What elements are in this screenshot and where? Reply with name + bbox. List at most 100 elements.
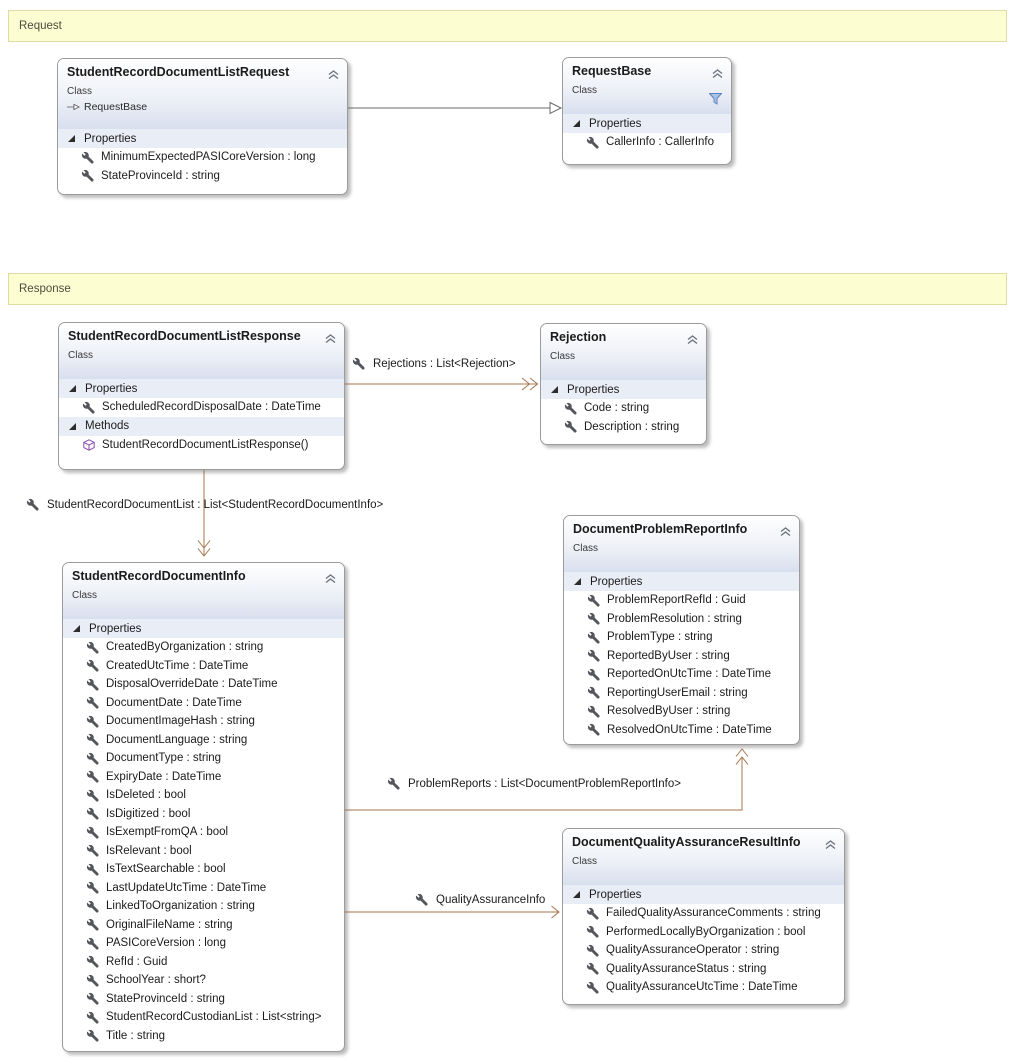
property-row[interactable]: CallerInfo : CallerInfo — [563, 133, 731, 152]
property-row[interactable]: ResolvedByUser : string — [564, 702, 799, 721]
property-row[interactable]: ProblemResolution : string — [564, 610, 799, 629]
property-wrench-icon — [586, 925, 599, 938]
property-row[interactable]: Code : string — [541, 399, 706, 418]
section-header-properties[interactable]: Properties — [563, 114, 731, 133]
property-wrench-icon — [587, 705, 600, 718]
property-row[interactable]: StateProvinceId : string — [63, 990, 344, 1009]
section-header-properties[interactable]: Properties — [59, 379, 344, 398]
property-wrench-icon — [86, 918, 99, 931]
property-row[interactable]: ResolvedOnUtcTime : DateTime — [564, 721, 799, 740]
property-row[interactable]: ExpiryDate : DateTime — [63, 768, 344, 787]
member-label: ReportedOnUtcTime : DateTime — [607, 668, 772, 681]
collapse-chevron-icon[interactable] — [825, 837, 836, 855]
property-wrench-icon — [586, 136, 599, 149]
property-row[interactable]: RefId : Guid — [63, 953, 344, 972]
property-row[interactable]: Description : string — [541, 418, 706, 437]
property-row[interactable]: MinimumExpectedPASICoreVersion : long — [58, 148, 347, 167]
class-box-student-record-document-list-response[interactable]: StudentRecordDocumentListResponse Class … — [58, 322, 345, 470]
property-row[interactable]: IsDigitized : bool — [63, 805, 344, 824]
association-label-text: StudentRecordDocumentList : List<Student… — [47, 498, 384, 511]
comment-banner-response[interactable]: Response — [8, 273, 1007, 305]
property-row[interactable]: CreatedByOrganization : string — [63, 638, 344, 657]
association-connector-student-record-document-list[interactable] — [197, 470, 211, 557]
collapse-chevron-icon[interactable] — [325, 571, 336, 589]
section-header-properties[interactable]: Properties — [564, 572, 799, 591]
collapse-chevron-icon[interactable] — [780, 524, 791, 542]
property-row[interactable]: QualityAssuranceStatus : string — [563, 960, 844, 979]
section-header-properties[interactable]: Properties — [58, 129, 347, 148]
section-header-properties[interactable]: Properties — [63, 619, 344, 638]
collapse-chevron-icon[interactable] — [325, 331, 336, 349]
method-row[interactable]: StudentRecordDocumentListResponse() — [59, 436, 344, 455]
property-row[interactable]: ReportedOnUtcTime : DateTime — [564, 665, 799, 684]
property-row[interactable]: IsExemptFromQA : bool — [63, 823, 344, 842]
member-label: OriginalFileName : string — [106, 918, 233, 931]
property-row[interactable]: Title : string — [63, 1027, 344, 1046]
property-row[interactable]: FailedQualityAssuranceComments : string — [563, 904, 844, 923]
property-row[interactable]: ProblemReportRefId : Guid — [564, 591, 799, 610]
class-kind-label: Class — [550, 351, 576, 362]
class-box-student-record-document-info[interactable]: StudentRecordDocumentInfo Class Properti… — [62, 562, 345, 1052]
class-title: StudentRecordDocumentInfo — [72, 569, 246, 583]
property-row[interactable]: DocumentLanguage : string — [63, 731, 344, 750]
section-header-properties[interactable]: Properties — [541, 380, 706, 399]
property-row[interactable]: LastUpdateUtcTime : DateTime — [63, 879, 344, 898]
section-label: Properties — [589, 888, 642, 901]
property-row[interactable]: IsTextSearchable : bool — [63, 860, 344, 879]
member-label: IsTextSearchable : bool — [106, 863, 226, 876]
section-header-methods[interactable]: Methods — [59, 416, 344, 436]
property-row[interactable]: SchoolYear : short? — [63, 971, 344, 990]
property-row[interactable]: IsRelevant : bool — [63, 842, 344, 861]
property-row[interactable]: DisposalOverrideDate : DateTime — [63, 675, 344, 694]
property-row[interactable]: ProblemType : string — [564, 628, 799, 647]
class-box-document-quality-assurance-result-info[interactable]: DocumentQualityAssuranceResultInfo Class… — [562, 828, 845, 1005]
section-header-properties[interactable]: Properties — [563, 885, 844, 904]
property-wrench-icon — [387, 777, 400, 790]
section-label: Methods — [85, 420, 130, 432]
class-header: RequestBase Class — [563, 58, 731, 114]
class-box-document-problem-report-info[interactable]: DocumentProblemReportInfo Class Properti… — [563, 515, 800, 745]
property-wrench-icon — [86, 844, 99, 857]
property-row[interactable]: OriginalFileName : string — [63, 916, 344, 935]
property-row[interactable]: StudentRecordCustodianList : List<string… — [63, 1008, 344, 1027]
class-header: Rejection Class — [541, 324, 706, 380]
property-row[interactable]: LinkedToOrganization : string — [63, 897, 344, 916]
property-row[interactable]: PerformedLocallyByOrganization : bool — [563, 923, 844, 942]
collapse-chevron-icon[interactable] — [687, 332, 698, 350]
section-expander-icon — [69, 385, 77, 392]
collapse-chevron-icon[interactable] — [712, 66, 723, 84]
property-row[interactable]: CreatedUtcTime : DateTime — [63, 657, 344, 676]
collapse-chevron-icon[interactable] — [328, 67, 339, 85]
property-row[interactable]: IsDeleted : bool — [63, 786, 344, 805]
association-connector-quality-assurance-info[interactable] — [345, 905, 560, 919]
property-row[interactable]: DocumentImageHash : string — [63, 712, 344, 731]
property-wrench-icon — [587, 631, 600, 644]
comment-banner-label: Response — [19, 283, 71, 295]
member-label: IsDeleted : bool — [106, 789, 186, 802]
property-row[interactable]: ScheduledRecordDisposalDate : DateTime — [59, 398, 344, 417]
property-wrench-icon — [415, 893, 428, 906]
association-connector-rejections[interactable] — [345, 377, 539, 391]
property-wrench-icon — [86, 789, 99, 802]
base-type-row[interactable]: RequestBase — [67, 101, 339, 113]
property-row[interactable]: ReportedByUser : string — [564, 647, 799, 666]
class-title: RequestBase — [572, 64, 652, 78]
property-row[interactable]: DocumentType : string — [63, 749, 344, 768]
property-wrench-icon — [86, 715, 99, 728]
filter-icon[interactable] — [708, 92, 723, 110]
association-label-student-record-document-list: StudentRecordDocumentList : List<Student… — [26, 498, 383, 511]
property-row[interactable]: QualityAssuranceUtcTime : DateTime — [563, 978, 844, 997]
property-row[interactable]: ReportingUserEmail : string — [564, 684, 799, 703]
property-row[interactable]: PASICoreVersion : long — [63, 934, 344, 953]
property-row[interactable]: QualityAssuranceOperator : string — [563, 941, 844, 960]
class-box-student-record-document-list-request[interactable]: StudentRecordDocumentListRequest Class R… — [57, 58, 348, 195]
class-header: DocumentProblemReportInfo Class — [564, 516, 799, 572]
property-row[interactable]: StateProvinceId : string — [58, 167, 347, 186]
property-row[interactable]: DocumentDate : DateTime — [63, 694, 344, 713]
property-wrench-icon — [587, 723, 600, 736]
comment-banner-request[interactable]: Request — [8, 10, 1007, 42]
inheritance-connector-requestbase[interactable] — [348, 101, 563, 115]
